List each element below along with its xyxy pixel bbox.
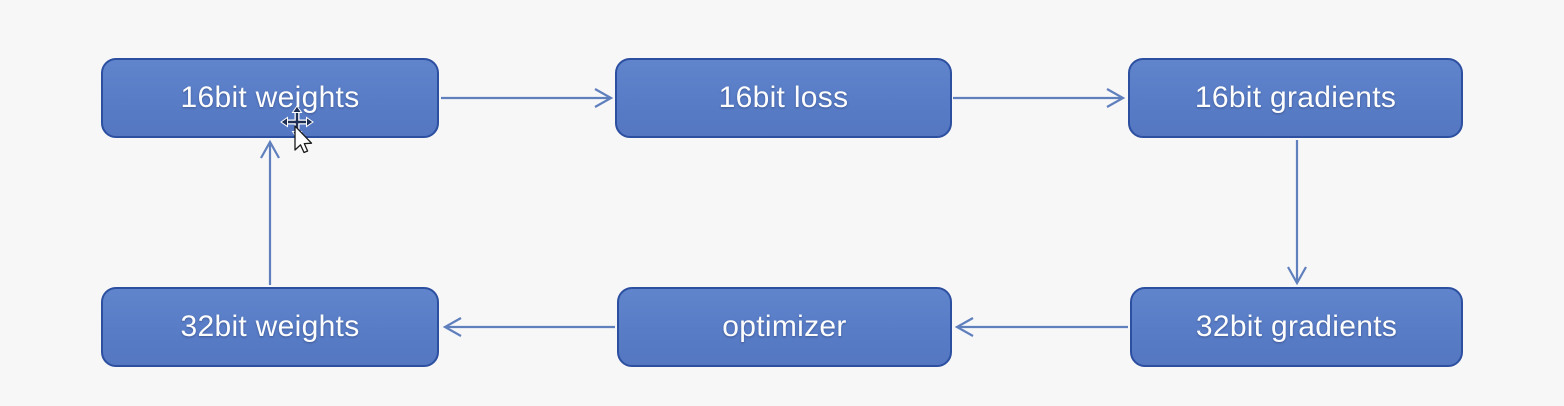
edge-16bit-loss-to-16bit-gradients[interactable] bbox=[953, 88, 1126, 108]
edge-optimizer-to-32bit-weights[interactable] bbox=[442, 317, 615, 337]
node-label: 16bit loss bbox=[718, 81, 849, 114]
node-label: 16bit weights bbox=[180, 81, 360, 114]
node-label: 32bit weights bbox=[180, 310, 360, 343]
node-label: 16bit gradients bbox=[1194, 81, 1397, 114]
edge-16bit-gradients-to-32bit-gradients[interactable] bbox=[1287, 140, 1307, 286]
node-label: optimizer bbox=[722, 310, 847, 343]
node-16bit-loss[interactable]: 16bit loss bbox=[615, 58, 952, 138]
node-32bit-weights[interactable]: 32bit weights bbox=[101, 287, 439, 367]
node-label: 32bit gradients bbox=[1195, 310, 1398, 343]
edge-16bit-weights-to-16bit-loss[interactable] bbox=[441, 88, 614, 108]
node-optimizer[interactable]: optimizer bbox=[617, 287, 952, 367]
edge-32bit-weights-to-16bit-weights[interactable] bbox=[260, 139, 280, 285]
edge-32bit-gradients-to-optimizer[interactable] bbox=[954, 317, 1128, 337]
node-32bit-gradients[interactable]: 32bit gradients bbox=[1130, 287, 1463, 367]
node-16bit-gradients[interactable]: 16bit gradients bbox=[1128, 58, 1463, 138]
node-16bit-weights[interactable]: 16bit weights bbox=[101, 58, 439, 138]
